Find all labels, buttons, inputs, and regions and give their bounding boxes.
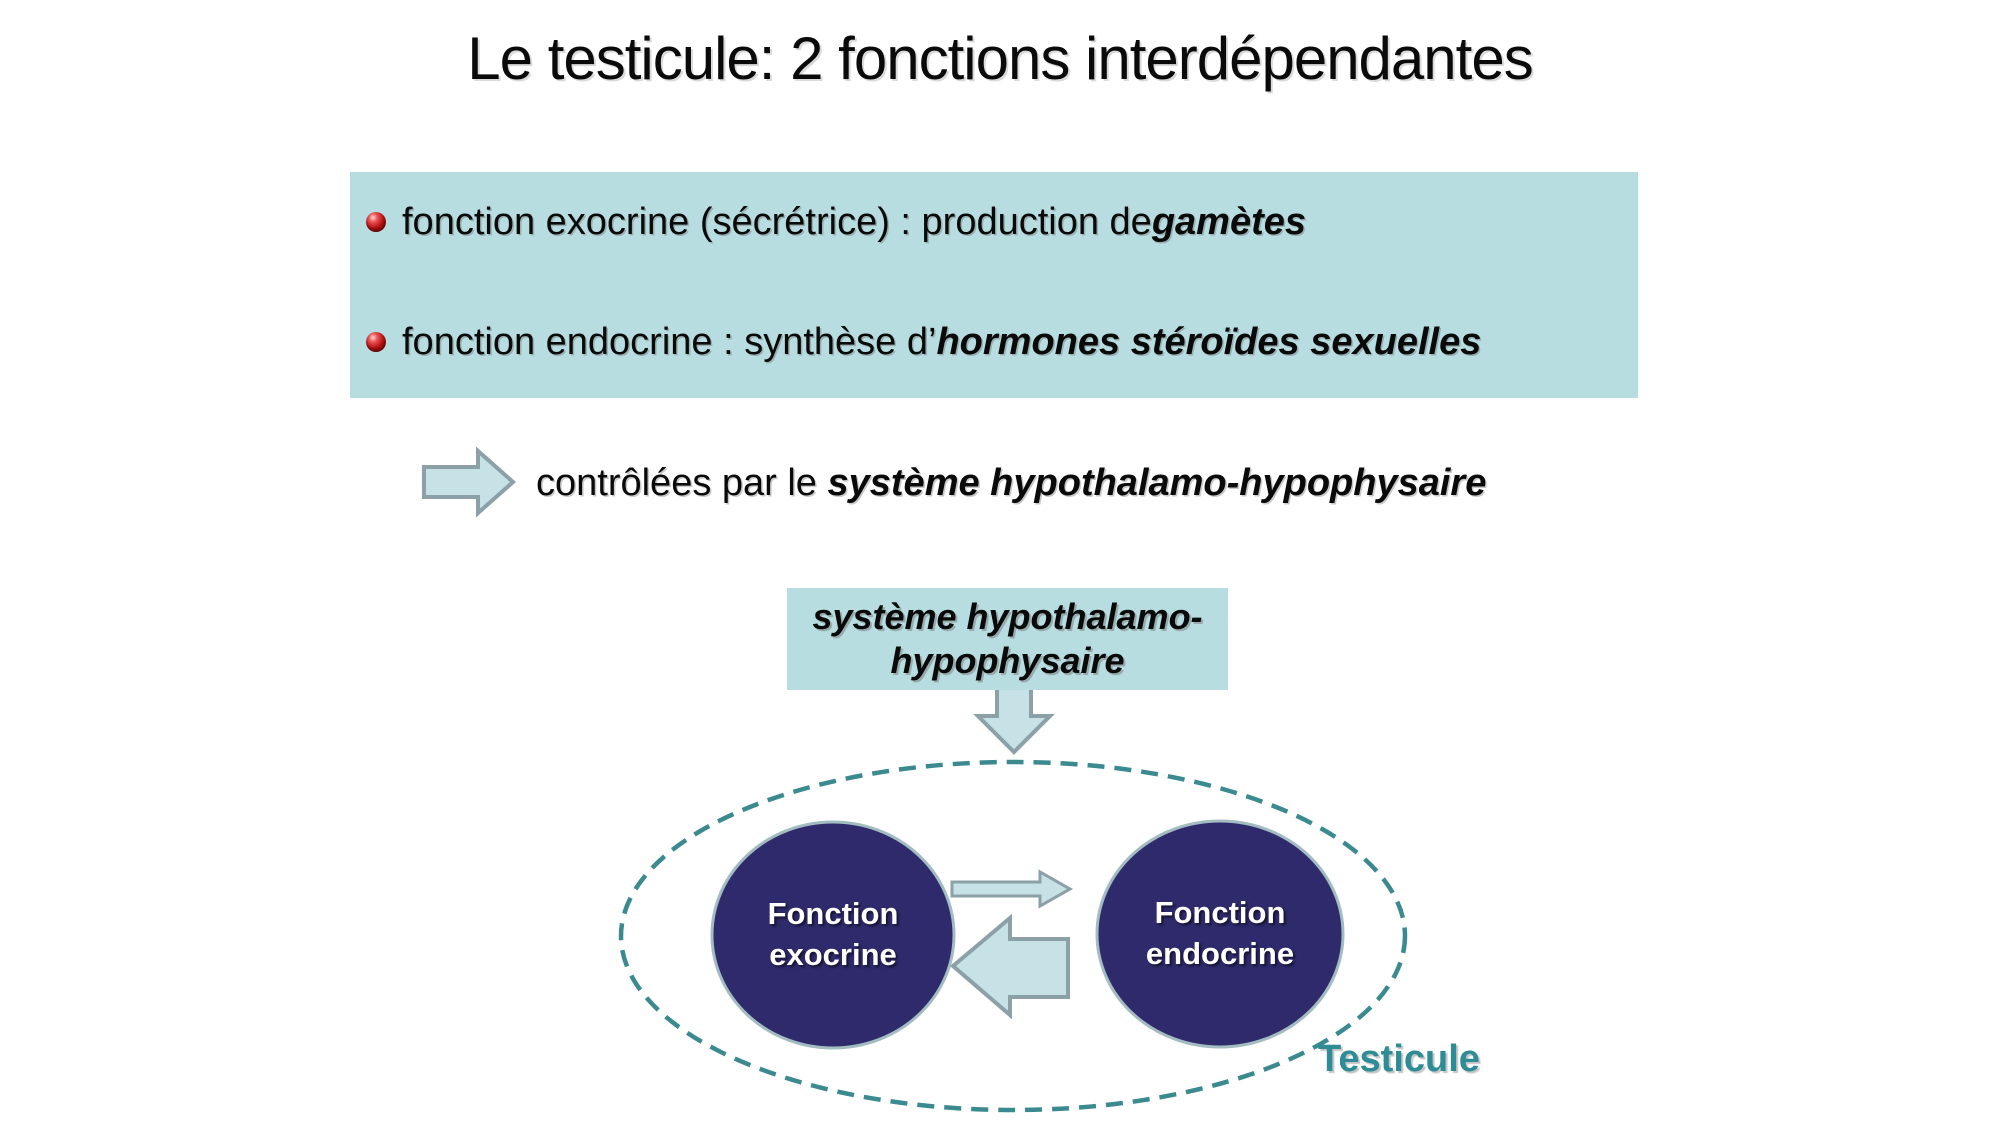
- exocrine-node-line1: Fonction: [767, 896, 899, 931]
- bullet-text: fonction exocrine (sécrétrice) : product…: [402, 200, 1152, 243]
- info-panel: fonction exocrine (sécrétrice) : product…: [350, 172, 1638, 398]
- exocrine-node-label: Fonction exocrine: [713, 893, 953, 975]
- hh-system-line2: hypophysaire: [890, 640, 1125, 681]
- hh-system-box: système hypothalamo- hypophysaire: [787, 588, 1228, 690]
- endocrine-node-circle: [1095, 819, 1345, 1049]
- bullet-sphere-icon: [366, 332, 386, 352]
- endocrine-node-label: Fonction endocrine: [1097, 892, 1343, 974]
- exocrine-node-circle: [710, 820, 956, 1050]
- bullet-item: fonction exocrine (sécrétrice) : product…: [366, 198, 1306, 246]
- control-note-text: contrôlées par le: [536, 462, 828, 504]
- bullet-emphasis: gamètes: [1151, 200, 1307, 243]
- exocrine-node-line2: exocrine: [769, 937, 897, 972]
- bullet-item: fonction endocrine : synthèse d’ hormone…: [366, 318, 1481, 366]
- hh-system-line1: système hypothalamo-: [812, 596, 1203, 637]
- testis-dashed-ellipse: [618, 759, 1408, 1113]
- bullet-sphere-icon: [366, 212, 386, 232]
- endo-to-exo-arrow-icon: [949, 913, 1070, 1020]
- control-note-emphasis: système hypothalamo-hypophysaire: [827, 462, 1487, 504]
- bullet-emphasis: hormones stéroïdes sexuelles: [936, 320, 1482, 363]
- endocrine-node-line2: endocrine: [1145, 936, 1295, 971]
- control-arrow-icon: [422, 446, 517, 518]
- control-note: contrôlées par le système hypothalamo-hy…: [536, 459, 1486, 507]
- endocrine-node-line1: Fonction: [1154, 895, 1286, 930]
- slide-title: Le testicule: 2 fonctions interdépendant…: [467, 25, 1533, 92]
- exo-to-endo-arrow-icon: [950, 869, 1074, 909]
- testicule-label: Testicule: [1318, 1038, 1480, 1080]
- down-arrow-icon: [973, 678, 1055, 755]
- bullet-text: fonction endocrine : synthèse d’: [402, 320, 937, 363]
